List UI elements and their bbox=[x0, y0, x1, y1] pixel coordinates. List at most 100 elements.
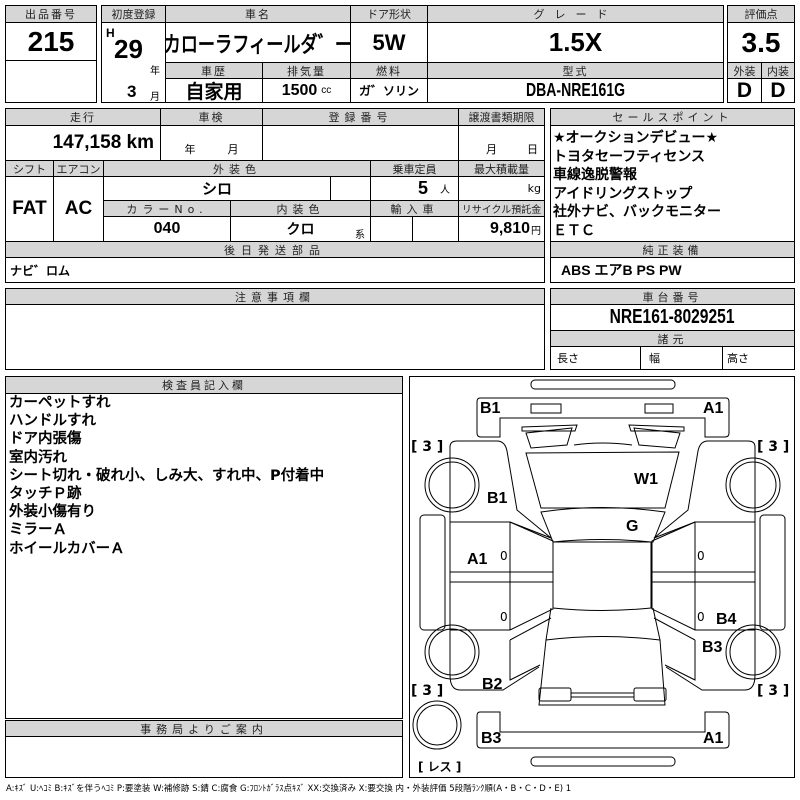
mileage: 147,158 km bbox=[5, 125, 161, 161]
inspection-year-unit: 年 bbox=[184, 143, 196, 156]
mark-fender-left: B1 bbox=[487, 490, 508, 507]
displacement-unit: cc bbox=[321, 85, 332, 96]
import-label: 輸入車 bbox=[370, 200, 459, 217]
chassis-label: 車台番号 bbox=[550, 288, 795, 305]
import-cell-1 bbox=[370, 216, 413, 242]
chassis-number-text: NRE161-8029251 bbox=[610, 306, 735, 328]
inspector-note: カーペットすれ bbox=[9, 395, 111, 411]
mark-front-right: A1 bbox=[703, 400, 724, 417]
width-cell: 幅 bbox=[640, 346, 723, 370]
door-zero: 0 bbox=[697, 549, 705, 563]
int-color-label: 内装色 bbox=[230, 200, 371, 217]
sales-point: ★オークションデビュー★ bbox=[553, 130, 719, 146]
max-load-unit: kg bbox=[527, 182, 541, 195]
model-text: DBA-NRE161G bbox=[525, 80, 626, 100]
door-zero: 0 bbox=[697, 610, 705, 624]
height-cell: 高さ bbox=[722, 346, 795, 370]
mark-door-left: A1 bbox=[467, 551, 488, 568]
legend: A:ｷｽﾞ U:ﾍｺﾐ B:ｷｽﾞを伴うﾍｺﾐ P:要塗装 W:補修跡 S:錆 … bbox=[6, 784, 572, 794]
grade: 1.5X bbox=[427, 22, 724, 63]
max-load: kg bbox=[458, 176, 545, 201]
int-color: クロ bbox=[230, 216, 371, 242]
transfer-label: 譲渡書類期限 bbox=[458, 108, 545, 126]
inspector-list: カーペットすれ ハンドルすれ ドア内張傷 室内汚れ シート切れ・破れ小、しみ大、… bbox=[9, 394, 324, 558]
shift: FAT bbox=[5, 176, 54, 242]
car-center-body bbox=[476, 379, 730, 767]
exterior-label: 外装 bbox=[727, 62, 762, 79]
later-parts: ナビ゛ロム bbox=[5, 257, 545, 283]
month-unit: 月 bbox=[150, 92, 160, 103]
mark-rear-right: A1 bbox=[703, 730, 724, 747]
history: 自家用 bbox=[165, 78, 263, 103]
import-cell-2 bbox=[412, 216, 459, 242]
sales-point: ＥＴＣ bbox=[553, 222, 595, 239]
fuel: ガ゛ソリン bbox=[350, 78, 428, 103]
later-parts-label: 後日発送部品 bbox=[5, 241, 545, 258]
tire-spare: [ レス ] bbox=[418, 760, 462, 774]
tire-rr: [ 3 ] bbox=[757, 683, 790, 699]
sales-point: 車線逸脱警報 bbox=[553, 167, 637, 183]
model: DBA-NRE161G bbox=[427, 78, 724, 103]
grade-label: グレード bbox=[427, 5, 724, 23]
exterior-grade: D bbox=[727, 78, 762, 103]
car-right-side bbox=[651, 440, 786, 691]
capacity-label: 乗車定員 bbox=[370, 160, 459, 177]
tire-rl: [ 3 ] bbox=[411, 683, 444, 699]
spare-tire bbox=[412, 700, 462, 750]
mark-front-left: B1 bbox=[480, 400, 501, 417]
recycle-label: リサイクル預託金 bbox=[458, 200, 545, 217]
sales-point: トヨタセーフティセンス bbox=[553, 148, 706, 165]
equipment-label: 純正装備 bbox=[550, 241, 795, 258]
inspector-label: 検査員記入欄 bbox=[5, 376, 403, 394]
score: 3.5 bbox=[727, 22, 795, 63]
inspector-note: ホイールカバーＡ bbox=[9, 540, 125, 557]
car-name-text: カローラフィールダ゛ー bbox=[165, 31, 351, 57]
office-label: 事務局よりご案内 bbox=[5, 720, 403, 737]
chassis-number: NRE161-8029251 bbox=[550, 304, 795, 331]
tire-fl: [ 3 ] bbox=[411, 439, 444, 455]
mark-door-right: B4 bbox=[716, 611, 737, 628]
door-label: ドア形状 bbox=[350, 5, 428, 23]
year-unit: 年 bbox=[150, 66, 160, 77]
sales-point: アイドリングストップ bbox=[553, 185, 693, 202]
inspector-note: ハンドルすれ bbox=[9, 413, 96, 430]
transfer-cell: 月日 bbox=[458, 125, 545, 161]
ext-color: シロ bbox=[103, 176, 331, 201]
mark-windshield: G bbox=[626, 518, 639, 535]
notes-label: 注意事項欄 bbox=[5, 288, 545, 305]
door-zero: 0 bbox=[500, 610, 508, 624]
car-name: カローラフィールダ゛ー bbox=[165, 22, 351, 63]
length-label: 長さ bbox=[557, 352, 579, 365]
door-type: 5W bbox=[350, 22, 428, 63]
inspector-note: ドア内張傷 bbox=[9, 431, 82, 448]
inspector-note: ミラーＡ bbox=[9, 522, 67, 539]
width-label: 幅 bbox=[649, 352, 660, 365]
door-zero: 0 bbox=[500, 549, 508, 563]
length-cell: 長さ bbox=[550, 346, 641, 370]
inspection-cell: 年月 bbox=[160, 125, 263, 161]
first-reg-label: 初度登録 bbox=[101, 5, 166, 23]
equipment: ABS エアB PS PW bbox=[550, 257, 795, 283]
reg-year: 29 bbox=[114, 34, 143, 64]
history-label: 車歴 bbox=[165, 62, 263, 79]
reg-no-label: 登録番号 bbox=[262, 108, 459, 126]
car-name-label: 車名 bbox=[165, 5, 351, 23]
displacement-label: 排気量 bbox=[262, 62, 351, 79]
shift-label: シフト bbox=[5, 160, 54, 177]
reg-month: 3 bbox=[127, 82, 137, 101]
lot-blank bbox=[5, 60, 97, 103]
mark-hood: W1 bbox=[634, 471, 658, 488]
inspector-note: 室内汚れ bbox=[9, 449, 67, 466]
model-label: 型式 bbox=[427, 62, 724, 79]
score-label: 評価点 bbox=[727, 5, 795, 23]
car-diagram bbox=[412, 379, 786, 767]
ac-label: エアコン bbox=[53, 160, 104, 177]
tire-fr: [ 3 ] bbox=[757, 439, 790, 455]
mark-quarter-left: B2 bbox=[482, 676, 503, 693]
fuel-label: 燃料 bbox=[350, 62, 428, 79]
inspector-box bbox=[5, 393, 403, 719]
inspector-note: タッチＰ跡 bbox=[9, 486, 82, 503]
interior-label: 内装 bbox=[761, 62, 795, 79]
